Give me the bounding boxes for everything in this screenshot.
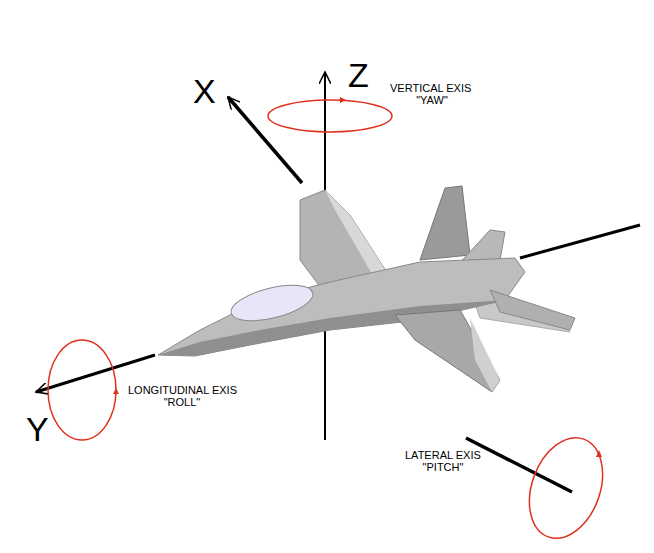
tail-fin [420,186,470,260]
lower-wing-flap [470,318,500,392]
axis-name: VERTICAL EXIS [390,83,471,94]
yaw-arrow [340,97,346,103]
axis-letter: X [193,74,216,108]
axis-letter: Z [348,58,369,92]
lower-wing [395,310,500,392]
yaw-rotation [268,100,392,132]
lateral-axis [466,438,572,492]
axis-motion: "PITCH" [423,462,464,473]
tail-stabilizer [490,290,575,330]
x-axis [228,97,302,183]
longitudinal-axis-tail [520,225,640,258]
axis-letter: Y [26,412,49,446]
roll-arrow [113,388,119,394]
pitch-arrow [596,450,602,457]
axis-name: LONGITUDINAL EXIS [128,385,237,396]
axis-motion: "ROLL" [164,397,201,408]
canopy [228,278,317,327]
roll-rotation [48,340,116,440]
axis-motion: "YAW" [416,95,448,106]
axis-name: LATERAL EXIS [405,450,481,461]
pitch-rotation [516,428,615,549]
